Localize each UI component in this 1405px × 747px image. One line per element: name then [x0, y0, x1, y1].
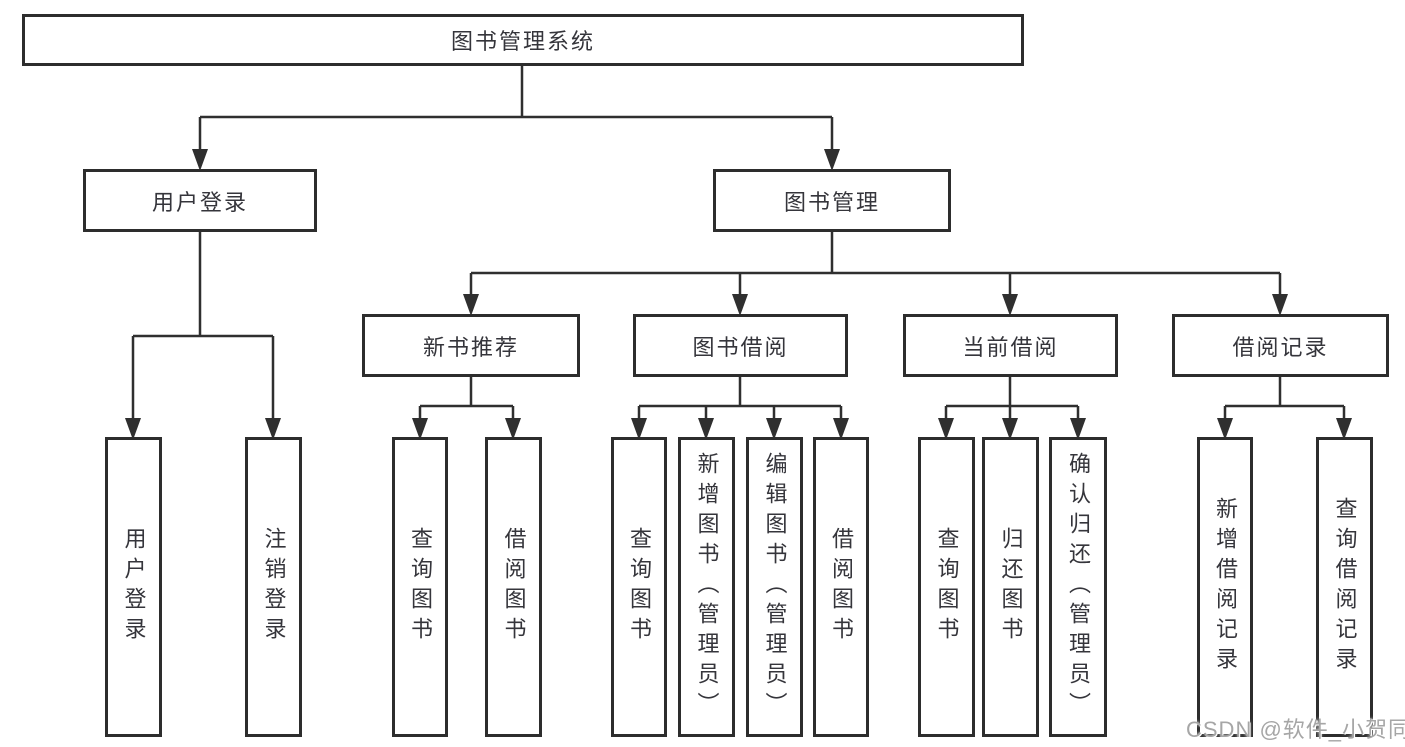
- node-user-login-action: 用户登录: [105, 437, 162, 737]
- node-book-management: 图书管理: [713, 169, 951, 232]
- node-add-books-admin: 新增图书（管理员）: [678, 437, 735, 737]
- node-label: 确认归还（管理员）: [1066, 452, 1091, 722]
- node-edit-books-admin: 编辑图书（管理员）: [746, 437, 803, 737]
- node-book-borrowing: 图书借阅: [633, 314, 848, 377]
- node-label: 借阅图书: [501, 527, 527, 647]
- node-label: 新增借阅记录: [1213, 497, 1238, 677]
- node-return-books: 归还图书: [982, 437, 1039, 737]
- arrowhead-down-icon: [463, 294, 1288, 316]
- node-newbooks-borrow-books: 借阅图书: [485, 437, 542, 737]
- arrowhead-down-icon: [1217, 418, 1352, 440]
- node-query-borrow-record: 查询借阅记录: [1316, 437, 1373, 737]
- connector-newbooks-to-children: [418, 377, 515, 420]
- arrowhead-down-icon: [938, 418, 1086, 440]
- connector-bookmgmt-to-children: [469, 232, 1282, 296]
- node-label: 新增图书（管理员）: [694, 452, 720, 722]
- node-current-query-books: 查询图书: [918, 437, 975, 737]
- arrowhead-down-icon: [192, 149, 840, 171]
- csdn-watermark: CSDN @软件_小贺同学: [1186, 717, 1405, 742]
- connector-currentborrow-to-children: [944, 377, 1080, 420]
- connector-bookborrow-to-children: [637, 377, 843, 420]
- node-logout-action: 注销登录: [245, 437, 302, 737]
- node-label: 编辑图书（管理员）: [762, 452, 788, 722]
- connector-root-to-level2: [198, 66, 834, 151]
- node-borrowing-query-books: 查询图书: [611, 437, 667, 737]
- node-library-management-system: 图书管理系统: [22, 14, 1024, 66]
- node-label: 查询图书: [627, 527, 652, 647]
- node-label: 注销登录: [261, 527, 287, 647]
- node-newbooks-query-books: 查询图书: [392, 437, 448, 737]
- node-label: 查询图书: [408, 527, 433, 647]
- node-confirm-return-admin: 确认归还（管理员）: [1049, 437, 1107, 737]
- node-label: 查询借阅记录: [1332, 497, 1358, 677]
- connector-records-to-children: [1223, 377, 1346, 420]
- node-label: 归还图书: [998, 527, 1024, 647]
- node-borrowing-borrow-books: 借阅图书: [813, 437, 869, 737]
- node-current-borrowing: 当前借阅: [903, 314, 1118, 377]
- node-label: 用户登录: [121, 527, 147, 647]
- connector-userlogin-to-children: [131, 232, 275, 420]
- node-user-login: 用户登录: [83, 169, 317, 232]
- node-new-book-recommend: 新书推荐: [362, 314, 580, 377]
- node-label: 借阅图书: [829, 527, 854, 647]
- node-label: 查询图书: [934, 527, 960, 647]
- node-add-borrow-record: 新增借阅记录: [1197, 437, 1253, 737]
- arrowhead-down-icon: [412, 418, 521, 440]
- node-borrow-records: 借阅记录: [1172, 314, 1389, 377]
